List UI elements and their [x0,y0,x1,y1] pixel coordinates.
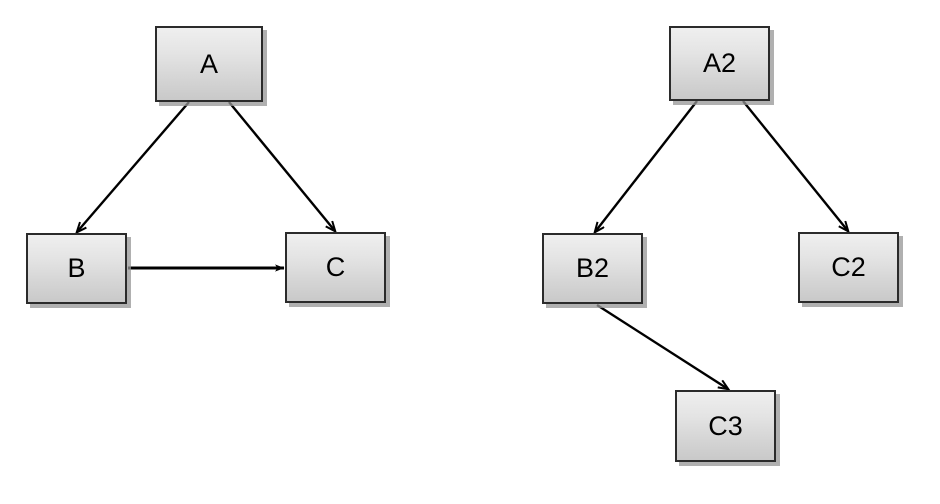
node-label: B [67,253,86,283]
node-label: C [325,252,346,282]
node-c2[interactable]: C2 [798,232,899,303]
edge-a2-b2[interactable] [595,100,698,232]
node-a[interactable]: A [155,26,263,102]
node-b2[interactable]: B2 [542,233,643,304]
node-label: B2 [575,253,610,283]
node-label: A [199,48,218,79]
node-c[interactable]: C [285,232,386,303]
node-c3[interactable]: C3 [675,390,776,462]
node-a2[interactable]: A2 [669,26,770,101]
edges-group [77,100,848,389]
edge-a-b[interactable] [77,101,190,232]
node-label: A2 [702,48,737,78]
edge-a2-c2[interactable] [742,100,848,231]
node-b[interactable]: B [26,233,127,304]
edge-a-c[interactable] [228,101,335,231]
node-label: C3 [708,410,743,441]
node-label: C2 [831,252,866,282]
edge-b2-c3[interactable] [596,303,728,389]
